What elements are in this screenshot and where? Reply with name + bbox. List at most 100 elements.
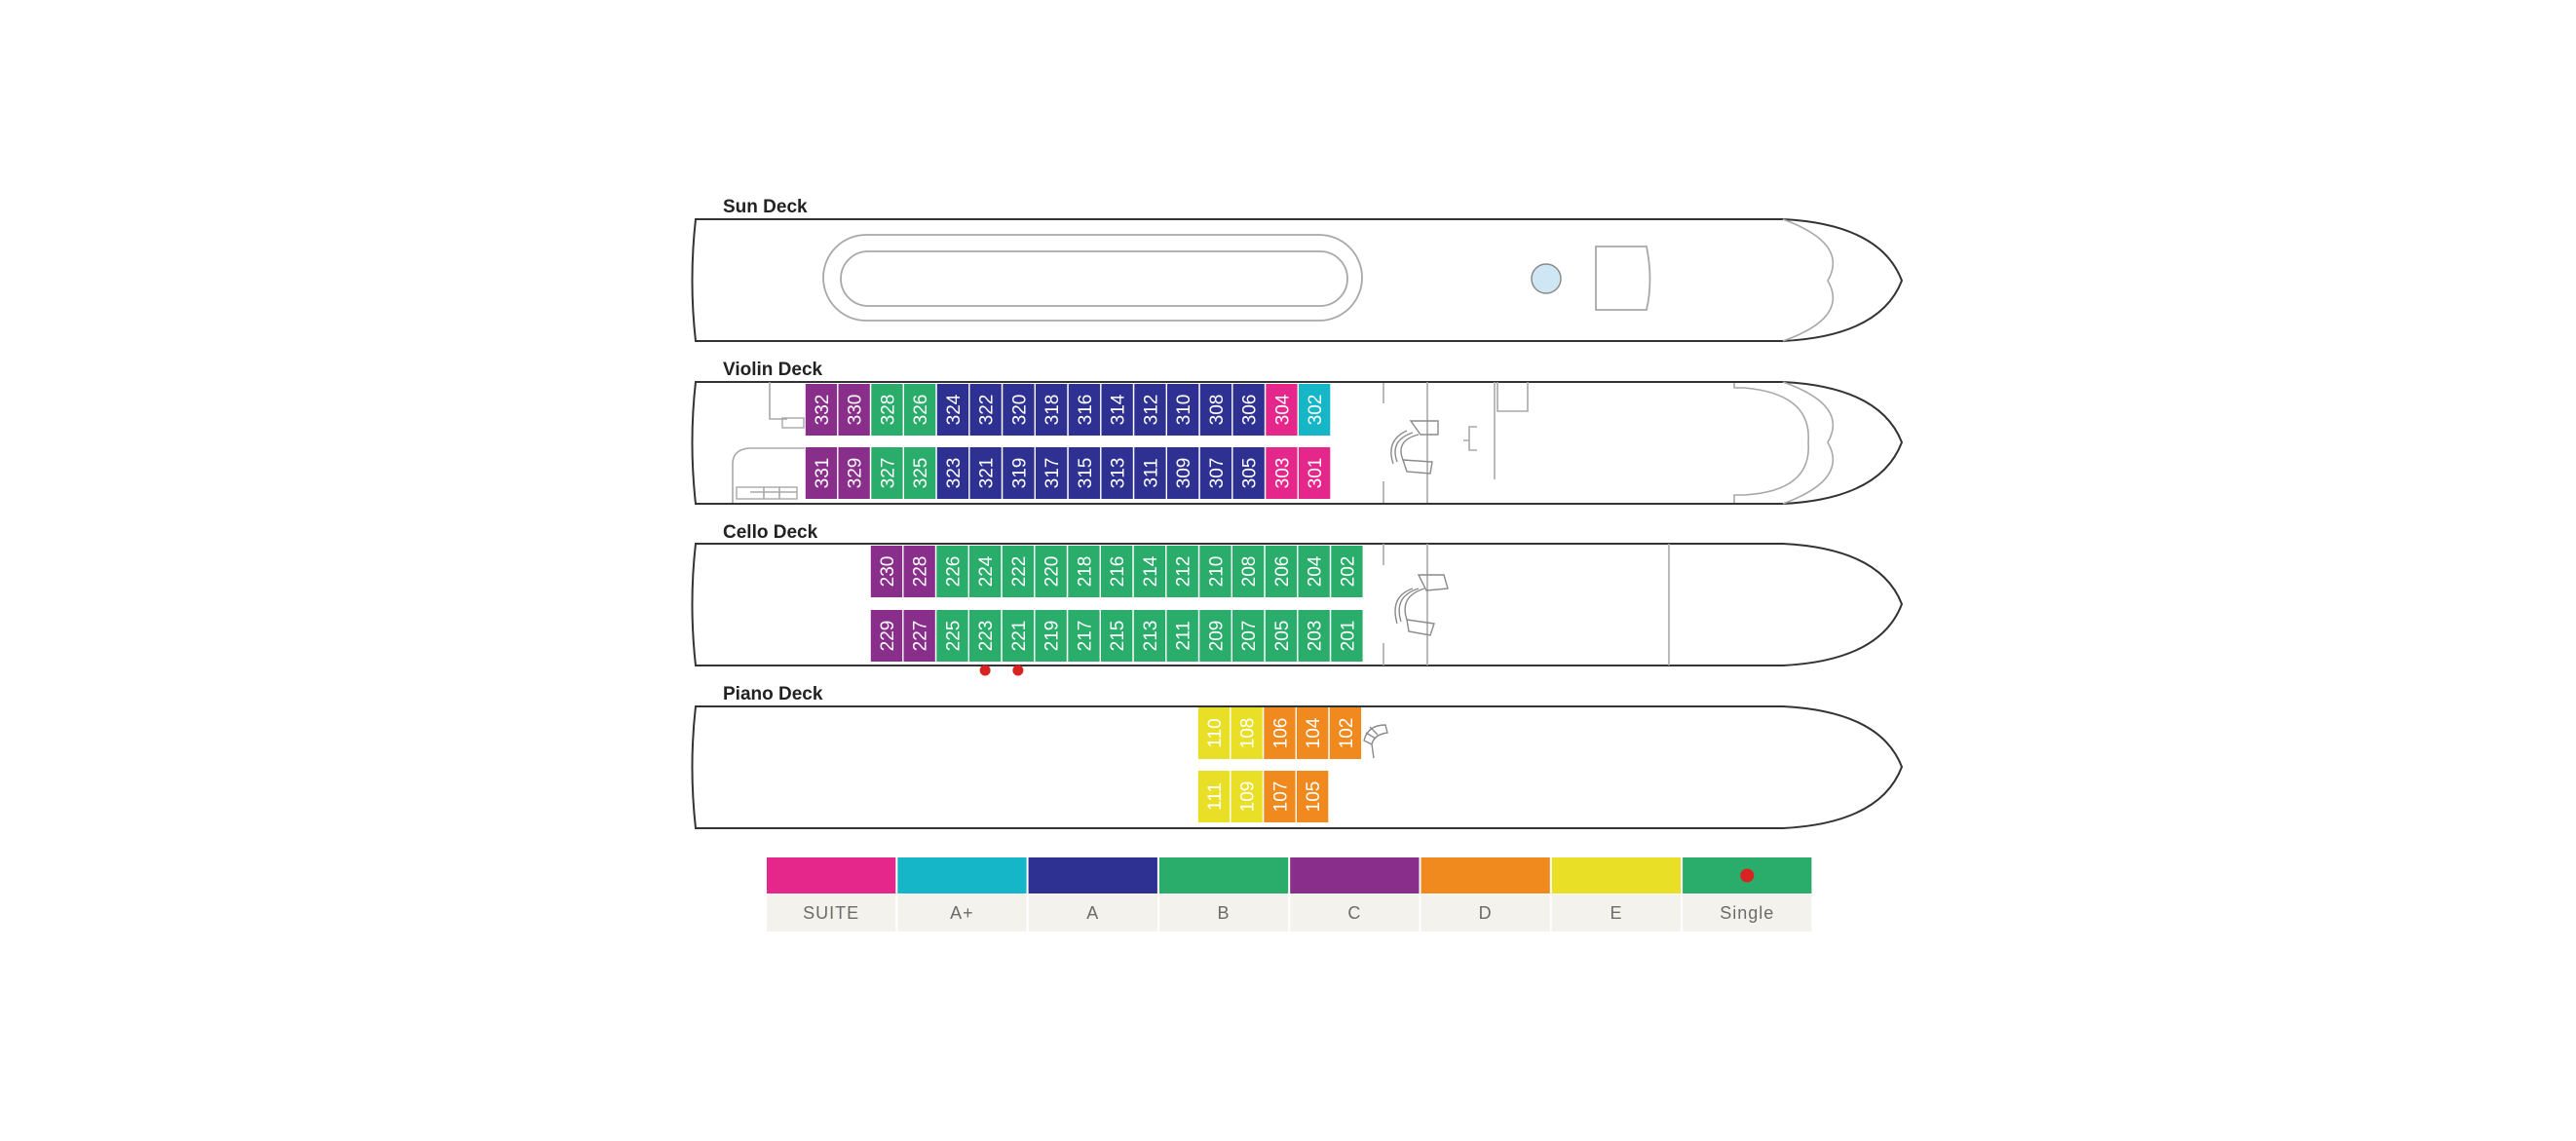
cabin-226[interactable]: 226: [936, 546, 968, 597]
cabin-box: [1299, 447, 1331, 499]
cabin-319[interactable]: 319: [1003, 447, 1035, 499]
cabin-212[interactable]: 212: [1166, 546, 1198, 597]
cabin-number: 208: [1239, 556, 1260, 588]
cabin-203[interactable]: 203: [1298, 610, 1330, 662]
cabin-number: 305: [1240, 458, 1261, 489]
cabin-323[interactable]: 323: [936, 447, 969, 499]
cabin-308[interactable]: 308: [1199, 384, 1232, 436]
cabin-box: [1265, 610, 1298, 662]
cabin-302[interactable]: 302: [1299, 384, 1331, 436]
cabin-326[interactable]: 326: [904, 384, 936, 436]
cabin-223[interactable]: 223: [969, 610, 1002, 676]
cabin-105[interactable]: 105: [1297, 771, 1329, 822]
cabin-230[interactable]: 230: [870, 546, 903, 597]
cabin-207[interactable]: 207: [1232, 610, 1265, 662]
wheelhouse: [1595, 246, 1651, 311]
cabin-229[interactable]: 229: [870, 610, 903, 662]
cabin-303[interactable]: 303: [1266, 447, 1298, 499]
cabin-number: 308: [1207, 395, 1228, 426]
cabin-220[interactable]: 220: [1035, 546, 1067, 597]
cabin-102[interactable]: 102: [1329, 707, 1362, 759]
cabin-328[interactable]: 328: [871, 384, 903, 436]
cabin-number: 214: [1141, 555, 1161, 587]
single-marker: [1012, 665, 1024, 676]
cabin-332[interactable]: 332: [805, 384, 838, 436]
cabin-number: 211: [1174, 621, 1194, 650]
cabin-box: [936, 447, 969, 499]
cabin-107[interactable]: 107: [1264, 771, 1296, 822]
cabin-320[interactable]: 320: [1003, 384, 1035, 436]
cabin-310[interactable]: 310: [1167, 384, 1199, 436]
cabin-number: 108: [1238, 718, 1259, 749]
cabin-305[interactable]: 305: [1232, 447, 1265, 499]
cabin-210[interactable]: 210: [1199, 546, 1231, 597]
cabin-205[interactable]: 205: [1265, 610, 1298, 662]
cabin-216[interactable]: 216: [1101, 546, 1133, 597]
cabin-330[interactable]: 330: [838, 384, 870, 436]
cabin-307[interactable]: 307: [1199, 447, 1232, 499]
legend-label: E: [1610, 903, 1622, 923]
cabin-209[interactable]: 209: [1199, 610, 1231, 662]
cabin-number: 328: [878, 395, 898, 426]
cabin-number: 111: [1205, 782, 1226, 811]
piano-deck-hull: [691, 705, 1904, 829]
cabin-111[interactable]: 111: [1197, 771, 1231, 822]
cabin-316[interactable]: 316: [1068, 384, 1101, 436]
cabin-301[interactable]: 301: [1299, 447, 1331, 499]
cabin-331[interactable]: 331: [805, 447, 838, 499]
cabin-309[interactable]: 309: [1167, 447, 1199, 499]
cabin-213[interactable]: 213: [1133, 610, 1166, 662]
cabin-number: 219: [1042, 621, 1063, 652]
cabin-110[interactable]: 110: [1197, 707, 1231, 759]
cabin-314[interactable]: 314: [1101, 384, 1133, 436]
cabin-109[interactable]: 109: [1231, 771, 1263, 822]
cabin-number: 212: [1174, 556, 1194, 588]
legend-item-c: C: [1290, 857, 1420, 932]
cabin-227[interactable]: 227: [903, 610, 935, 662]
cabin-325[interactable]: 325: [904, 447, 936, 499]
cabin-108[interactable]: 108: [1231, 707, 1263, 759]
cabin-104[interactable]: 104: [1297, 707, 1329, 759]
cabin-315[interactable]: 315: [1068, 447, 1101, 499]
cabin-208[interactable]: 208: [1232, 546, 1265, 597]
cabin-318[interactable]: 318: [1036, 384, 1068, 436]
cabin-324[interactable]: 324: [936, 384, 969, 436]
cabin-106[interactable]: 106: [1264, 707, 1296, 759]
cabin-312[interactable]: 312: [1134, 384, 1166, 436]
cabin-214[interactable]: 214: [1133, 546, 1166, 597]
cabin-201[interactable]: 201: [1331, 610, 1363, 662]
cabin-218[interactable]: 218: [1068, 546, 1100, 597]
cabin-313[interactable]: 313: [1101, 447, 1133, 499]
cabin-box: [1231, 707, 1263, 759]
cabin-329[interactable]: 329: [838, 447, 870, 499]
cabin-322[interactable]: 322: [969, 384, 1002, 436]
cabin-box: [1167, 384, 1199, 436]
cabin-number: 316: [1076, 395, 1096, 426]
cabin-number: 310: [1174, 395, 1194, 426]
cabin-311[interactable]: 311: [1134, 447, 1166, 499]
cabin-228[interactable]: 228: [903, 546, 935, 597]
cabin-219[interactable]: 219: [1035, 610, 1067, 662]
cabin-222[interactable]: 222: [1002, 546, 1035, 597]
cabin-211[interactable]: 211: [1166, 610, 1198, 662]
cabin-304[interactable]: 304: [1266, 384, 1298, 436]
aft-stairs-bottom: [736, 486, 798, 500]
cabin-206[interactable]: 206: [1265, 546, 1298, 597]
cabin-225[interactable]: 225: [936, 610, 968, 662]
cabin-204[interactable]: 204: [1298, 546, 1330, 597]
aft-stairs-top: [781, 417, 805, 429]
cabin-321[interactable]: 321: [969, 447, 1002, 499]
cabin-box: [936, 610, 968, 662]
cabin-box: [1264, 707, 1296, 759]
cabin-221[interactable]: 221: [1002, 610, 1035, 676]
legend-label-bg: [1551, 894, 1682, 932]
cabin-box: [1232, 447, 1265, 499]
cabin-217[interactable]: 217: [1068, 610, 1100, 662]
cabin-224[interactable]: 224: [969, 546, 1002, 597]
cabin-306[interactable]: 306: [1232, 384, 1265, 436]
cabin-327[interactable]: 327: [871, 447, 903, 499]
cabin-202[interactable]: 202: [1331, 546, 1363, 597]
cabin-215[interactable]: 215: [1101, 610, 1133, 662]
cabin-number: 228: [911, 556, 931, 588]
cabin-317[interactable]: 317: [1036, 447, 1068, 499]
